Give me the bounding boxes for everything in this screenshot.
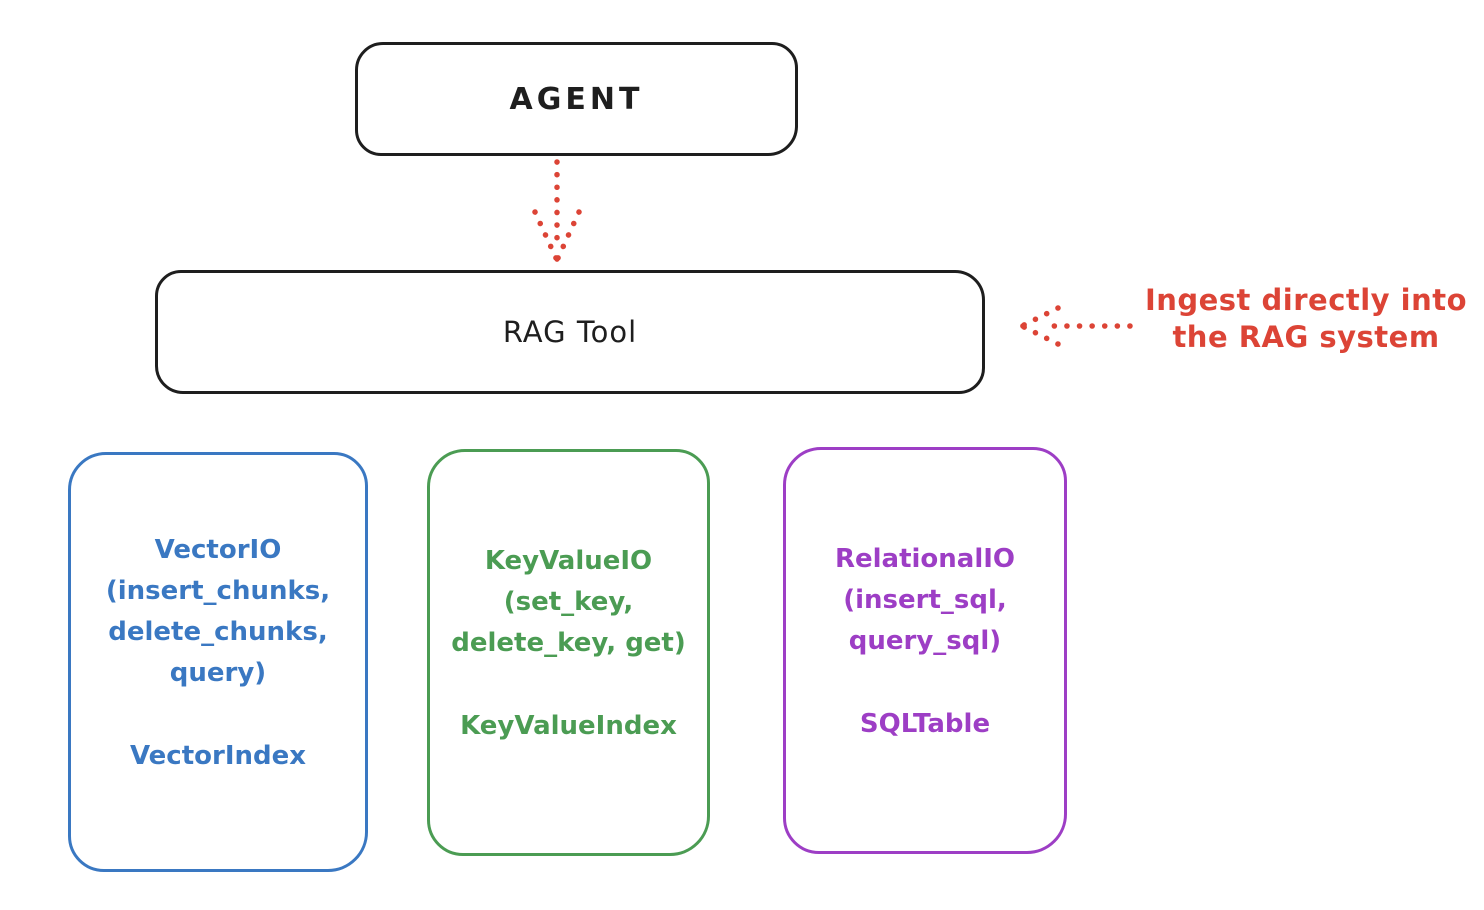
relational-io-content: RelationalIO (insert_sql, query_sql) SQL… [835,539,1015,745]
agent-box-label: AGENT [509,81,644,117]
agent-box: AGENT [355,42,798,156]
ingest-annotation: Ingest directly into the RAG system [1128,282,1484,356]
relational-io-line: query_sql) [848,625,1002,656]
relational-io-line: RelationalIO [834,543,1016,574]
key-value-io-content: KeyValueIO (set_key, delete_key, get) Ke… [451,541,686,747]
relational-io-line: (insert_sql, [843,584,1007,615]
key-value-io-line: delete_key, get) [451,627,686,658]
relational-io-box: RelationalIO (insert_sql, query_sql) SQL… [783,447,1067,854]
key-value-index-label: KeyValueIndex [460,710,677,741]
vector-io-box: VectorIO (insert_chunks, delete_chunks, … [68,452,368,872]
ingest-annotation-line2: the RAG system [1172,320,1440,354]
key-value-io-line: KeyValueIO [484,545,653,576]
vector-io-content: VectorIO (insert_chunks, delete_chunks, … [106,530,330,777]
key-value-io-line: (set_key, [503,586,634,617]
vector-io-line: delete_chunks, [108,616,328,647]
agent-to-rag-arrow [532,159,582,263]
vector-index-label: VectorIndex [129,740,307,771]
sql-table-label: SQLTable [859,708,991,739]
vector-io-line: query) [169,657,267,688]
ingest-into-rag-arrow [1019,305,1133,347]
ingest-annotation-line1: Ingest directly into [1144,283,1468,317]
rag-tool-box: RAG Tool [155,270,985,394]
key-value-io-box: KeyValueIO (set_key, delete_key, get) Ke… [427,449,710,856]
rag-tool-box-label: RAG Tool [502,315,638,349]
vector-io-line: VectorIO [154,534,282,565]
vector-io-line: (insert_chunks, [105,575,331,606]
